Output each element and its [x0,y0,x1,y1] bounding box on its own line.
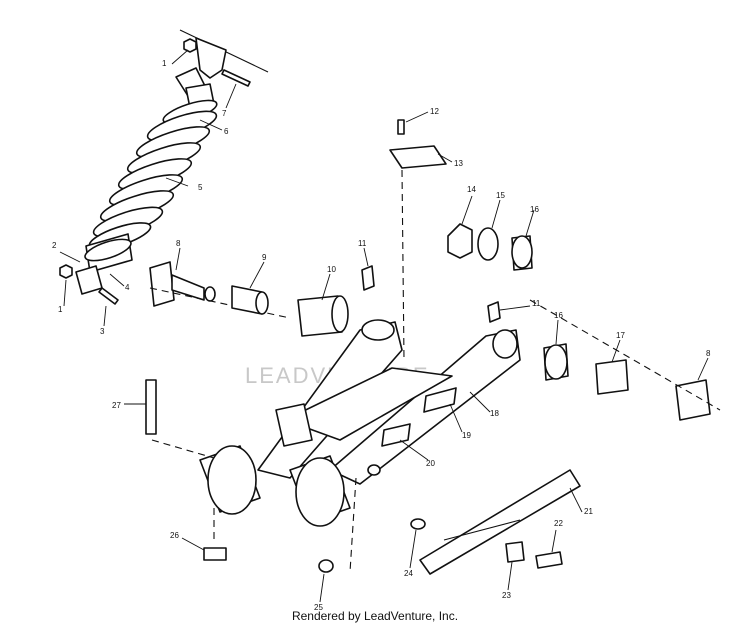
callout-9: 9 [262,253,267,262]
chain-slider-21 [419,469,581,575]
bearing-16-upper-face [511,235,533,269]
slider-rib [443,519,521,541]
leader-lines [59,49,709,603]
right-pivot-parts [447,223,721,421]
swing-arm [199,319,521,527]
grease-fitting-right [487,301,501,323]
axis-line-washer [349,477,357,573]
callout-16-upper: 16 [530,205,539,214]
right-pivot-boss [492,329,518,359]
cross-plate [284,367,453,441]
callout-24: 24 [404,569,413,578]
plate-13 [389,145,447,169]
rear-clamp-left [207,445,257,515]
callout-26: 26 [170,531,179,540]
callout-13: 13 [454,159,463,168]
callout-11-right: 11 [532,299,541,308]
callout-8-left: 8 [176,239,181,248]
pivot-shaft-flange-right [675,379,711,421]
callout-20: 20 [426,459,435,468]
axis-line-top [401,169,405,361]
callout-5: 5 [198,183,203,192]
spacer-17 [595,359,629,395]
decal-20 [381,423,411,447]
credit-text: Rendered by LeadVenture, Inc. [291,609,459,623]
bolt-upper [221,69,251,87]
callout-25: 25 [314,603,323,612]
washer-24 [410,518,426,530]
lower-tab [367,464,381,476]
callout-4: 4 [125,283,130,292]
callout-19: 19 [462,431,471,440]
bearing-16-lower-face [544,344,568,380]
nut-26 [203,547,227,561]
bolt-lower [98,287,119,305]
bolt-22 [535,551,563,569]
callout-1-lower: 1 [58,305,63,314]
nut-upper [183,38,197,53]
bolt-27 [145,379,157,435]
callout-18: 18 [490,409,499,418]
bolt-12 [397,119,405,135]
callout-21: 21 [584,507,593,516]
callout-15: 15 [496,191,505,200]
bushing-9-end [255,291,269,315]
shock-absorber [59,29,269,305]
axis-line-right [529,299,721,411]
callout-3: 3 [100,327,105,336]
spacer-23 [505,541,525,563]
spring-retainer [84,238,132,262]
callout-12: 12 [430,107,439,116]
shock-spring [88,99,218,250]
grease-fitting-left [361,265,375,291]
callout-10: 10 [327,265,336,274]
axis-line-bolt [151,439,215,459]
bushing-10-end [331,295,349,333]
upper-mount-bracket [195,37,227,79]
callout-14: 14 [467,185,476,194]
callout-8-right: 8 [706,349,711,358]
callout-11-left: 11 [358,239,367,248]
decal-19 [423,387,457,413]
callout-23: 23 [502,591,511,600]
callout-1-upper: 1 [162,59,167,68]
callout-7: 7 [222,109,227,118]
pivot-shaft-flange-left [149,261,175,307]
washer-25 [318,559,334,573]
pivot-shaft-tip-left [204,286,216,302]
mount-tab [275,403,313,447]
callout-27: 27 [112,401,121,410]
left-pivot-boss [361,319,395,341]
callout-2: 2 [52,241,57,250]
washer-15 [477,227,499,261]
left-pivot-parts [149,261,349,337]
callout-6: 6 [224,127,229,136]
nut-14 [447,223,473,259]
callout-17: 17 [616,331,625,340]
pivot-shaft-body-left [171,274,205,301]
callout-22: 22 [554,519,563,528]
rear-clamp-right [295,457,345,527]
nut-lower [59,264,73,279]
callout-16-lower: 16 [554,311,563,320]
